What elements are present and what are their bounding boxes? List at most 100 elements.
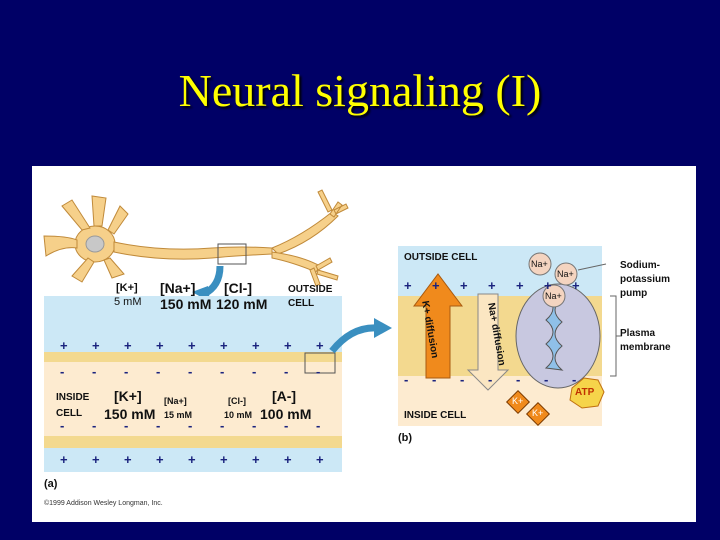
charge-sign: + xyxy=(60,452,68,467)
charge-sign: - xyxy=(284,364,289,379)
na-ion-2 xyxy=(554,262,578,286)
charge-sign: - xyxy=(432,372,437,387)
outside-label-1: OUTSIDE xyxy=(288,284,333,295)
panel-a-membrane xyxy=(44,296,342,472)
charge-sign: + xyxy=(252,338,260,353)
charge-sign: + xyxy=(284,338,292,353)
na-ion-3 xyxy=(542,284,566,308)
charge-sign: + xyxy=(432,278,440,293)
int-na-label: [Na+] xyxy=(164,396,187,406)
charge-sign: + xyxy=(124,338,132,353)
ext-na-value: 150 mM xyxy=(160,296,212,312)
zoom-box-axon xyxy=(217,243,247,265)
k-ion-2-label: K+ xyxy=(532,408,544,418)
charge-sign: - xyxy=(60,418,65,433)
na-ion-2-label: Na+ xyxy=(557,269,574,279)
ext-k-value: 5 mM xyxy=(114,296,142,308)
inside-label-2: CELL xyxy=(56,408,83,419)
charge-sign: - xyxy=(516,372,521,387)
neuron-illustration xyxy=(43,189,349,287)
int-cl-label: [Cl-] xyxy=(228,396,246,406)
na-ion-1-label: Na+ xyxy=(531,259,548,269)
charge-sign: - xyxy=(188,418,193,433)
charge-sign: + xyxy=(188,338,196,353)
int-k-label: [K+] xyxy=(114,388,142,404)
charge-sign: - xyxy=(188,364,193,379)
charge-sign: - xyxy=(156,364,161,379)
int-a-label: [A-] xyxy=(272,388,297,404)
zoom-arrow-b xyxy=(329,324,379,354)
charge-sign: - xyxy=(284,418,289,433)
ext-cl-label: [Cl-] xyxy=(224,280,252,296)
int-a-value: 100 mM xyxy=(260,406,312,422)
zoom-box-membrane xyxy=(304,352,336,374)
na-diffusion-arrow xyxy=(466,293,510,391)
charge-sign: - xyxy=(156,418,161,433)
charge-sign: - xyxy=(220,418,225,433)
atp-burst xyxy=(569,377,605,409)
charge-sign: - xyxy=(544,372,549,387)
charge-sign: - xyxy=(252,418,257,433)
charge-sign: + xyxy=(188,452,196,467)
membrane-bracket xyxy=(610,295,617,377)
pump-channel xyxy=(544,295,564,371)
inside-label-1: INSIDE xyxy=(56,392,90,403)
pump-label-2: potassium xyxy=(620,274,671,285)
nucleus xyxy=(85,235,105,253)
na-ion-3-label: Na+ xyxy=(545,291,562,301)
charge-sign: - xyxy=(572,372,577,387)
panel-b-label: (b) xyxy=(398,432,413,444)
charge-sign: - xyxy=(316,418,321,433)
pump-leader xyxy=(577,263,607,271)
charge-sign: + xyxy=(316,452,324,467)
membrane-label-2: membrane xyxy=(620,342,671,353)
slide-title: Neural signaling (I) xyxy=(178,65,542,116)
ext-cl-value: 120 mM xyxy=(216,296,268,312)
figure: [K+] 5 mM [Na+] 150 mM [Cl-] 120 mM OUTS… xyxy=(32,166,696,522)
charge-sign: - xyxy=(124,364,129,379)
charge-sign: + xyxy=(572,278,580,293)
charge-sign: - xyxy=(404,372,409,387)
charge-sign: + xyxy=(220,452,228,467)
int-na-value: 15 mM xyxy=(164,410,193,420)
outside-cell-label: OUTSIDE CELL xyxy=(404,252,478,263)
charge-sign: + xyxy=(544,278,552,293)
charge-sign: - xyxy=(124,418,129,433)
charge-sign: + xyxy=(460,278,468,293)
ext-na-label: [Na+] xyxy=(160,280,196,296)
charge-sign: + xyxy=(92,338,100,353)
charge-sign: - xyxy=(460,372,465,387)
na-ion-1 xyxy=(528,252,552,276)
atp-label: ATP xyxy=(575,387,595,398)
panel-a-label: (a) xyxy=(44,478,58,490)
charge-sign: + xyxy=(60,338,68,353)
ext-k-label: [K+] xyxy=(116,282,138,294)
charge-sign: - xyxy=(488,372,493,387)
outside-label-2: CELL xyxy=(288,298,315,309)
figure-drawing xyxy=(43,189,622,472)
inside-cell-label: INSIDE CELL xyxy=(404,410,467,421)
k-ion-1-label: K+ xyxy=(512,396,524,406)
charge-sign: + xyxy=(156,338,164,353)
int-k-value: 150 mM xyxy=(104,406,156,422)
charge-sign: + xyxy=(284,452,292,467)
charge-sign: - xyxy=(316,364,321,379)
int-cl-value: 10 mM xyxy=(224,410,253,420)
zoom-arrow-b-head xyxy=(374,318,392,338)
membrane-label-1: Plasma xyxy=(620,328,656,339)
k-diffusion-arrow xyxy=(413,273,463,379)
charge-sign: - xyxy=(220,364,225,379)
k-ion-2 xyxy=(525,401,551,427)
charge-sign: - xyxy=(252,364,257,379)
charge-sign: + xyxy=(220,338,228,353)
charge-sign: + xyxy=(488,278,496,293)
charge-sign: + xyxy=(516,278,524,293)
charge-sign: + xyxy=(92,452,100,467)
charge-sign: + xyxy=(404,278,412,293)
charge-sign: - xyxy=(92,418,97,433)
copyright: ©1999 Addison Wesley Longman, Inc. xyxy=(44,500,163,507)
pump-label-3: pump xyxy=(620,288,648,299)
charge-sign: + xyxy=(156,452,164,467)
pump-label-1: Sodium- xyxy=(620,260,660,271)
charge-sign: + xyxy=(316,338,324,353)
